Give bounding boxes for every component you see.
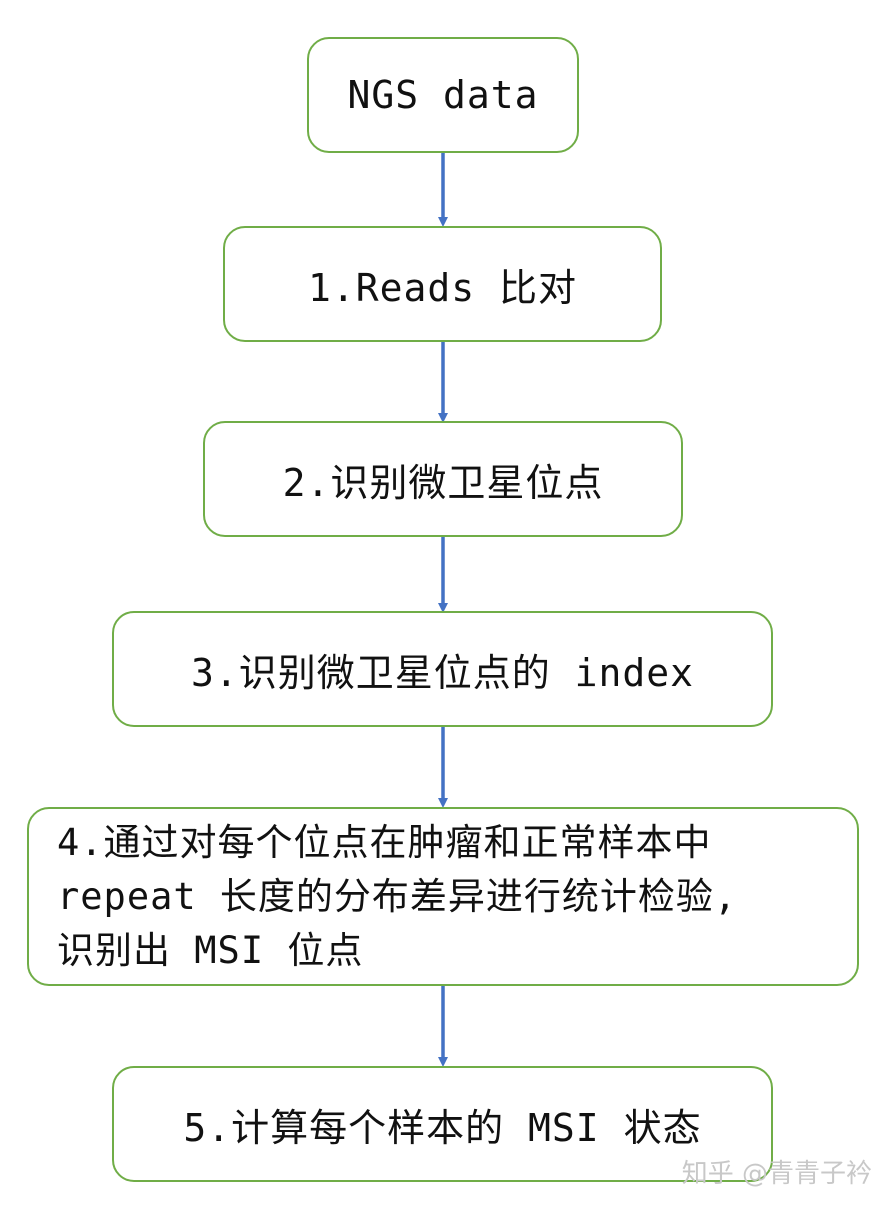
node-step2-identify-microsatellite: 2.识别微卫星位点	[203, 421, 683, 537]
watermark: 知乎 @青青子衿	[681, 1159, 872, 1189]
node-step1-reads-alignment: 1.Reads 比对	[223, 226, 662, 342]
node-step4-statistical-test: 4.通过对每个位点在肿瘤和正常样本中 repeat 长度的分布差异进行统计检验,…	[27, 807, 859, 986]
node-ngs-data: NGS data	[307, 37, 579, 153]
node-step5-msi-status: 5.计算每个样本的 MSI 状态	[112, 1066, 773, 1182]
node-step3-microsatellite-index: 3.识别微卫星位点的 index	[112, 611, 773, 727]
